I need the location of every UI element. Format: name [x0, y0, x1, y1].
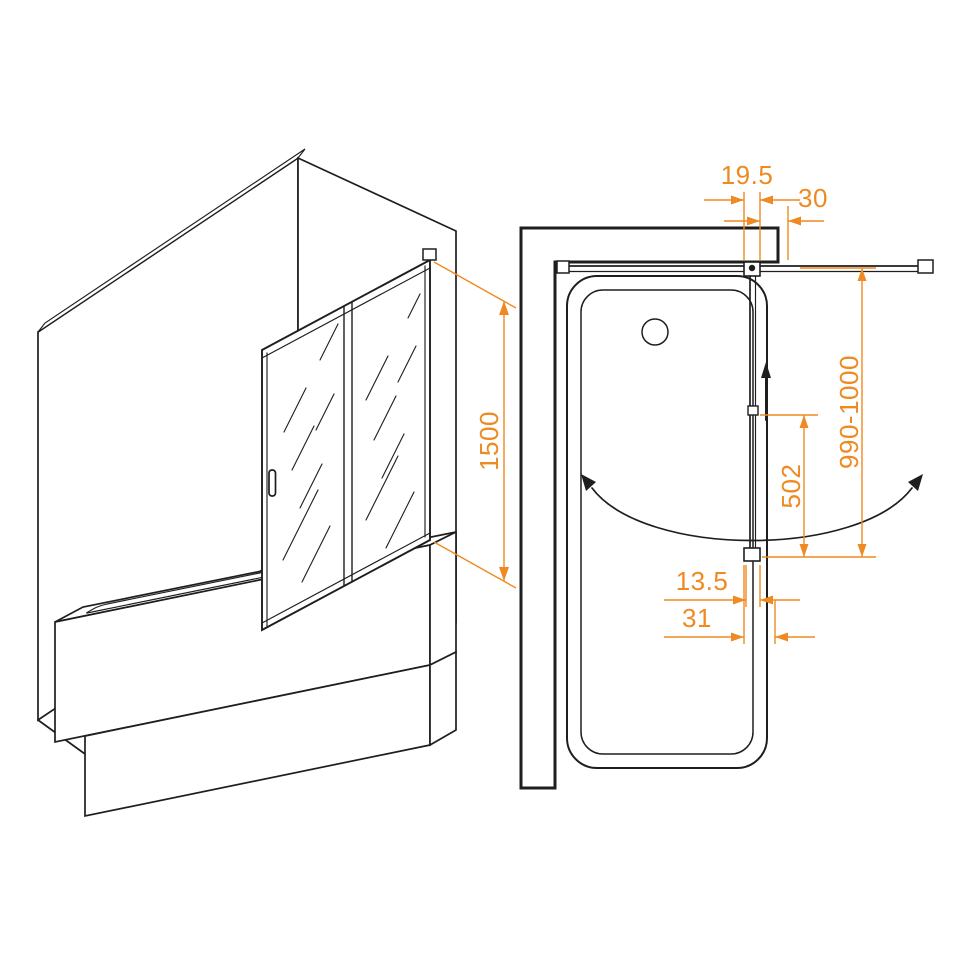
swing-arrow-left: [581, 474, 596, 491]
dim-arrow-up: [857, 268, 867, 281]
shine-mark: [385, 491, 415, 549]
screen-handle: [268, 469, 277, 497]
dim-arrow-down: [499, 567, 509, 581]
screen-closed: [743, 261, 771, 562]
dimension-screen-height: 1500: [433, 261, 517, 589]
swing-arrow-right: [908, 474, 923, 491]
bathtub-outer-rim: [566, 275, 768, 769]
dim-gap-large-label: 31: [682, 603, 712, 633]
dim-arrow-left: [788, 216, 801, 226]
shine-mark: [301, 525, 331, 583]
glass-shine-marks: [282, 293, 421, 583]
shine-mark: [315, 393, 335, 431]
dim-arrow-left: [775, 632, 788, 642]
bathtub-inner-rim: [580, 289, 754, 755]
drain-circle: [641, 318, 669, 346]
shine-mark: [283, 387, 307, 433]
shine-mark: [373, 395, 397, 441]
screen-bottom-frame-line: [261, 532, 431, 624]
back-wall-top-face: [37, 148, 306, 333]
dim-wall-offset-label: 30: [798, 183, 828, 213]
dim-arrow-down: [857, 544, 867, 557]
shine-mark: [282, 489, 319, 561]
shine-mark: [365, 455, 399, 521]
shine-mark: [407, 293, 421, 319]
dimension-wall-offset: 30: [724, 183, 828, 260]
slider-block: [747, 405, 759, 416]
plan-view: 19.5 30 990-1000 502: [519, 160, 934, 790]
rail-bracket-right: [917, 259, 934, 274]
dimension-screen-length: 990-1000: [762, 267, 876, 558]
shine-mark: [319, 323, 339, 361]
shine-mark: [381, 433, 405, 479]
swing-arc: [591, 487, 913, 542]
shine-mark: [365, 355, 389, 401]
dim-arrow-right: [733, 595, 746, 605]
extension-line: [433, 261, 517, 309]
dimension-slide-travel: 502: [760, 414, 818, 557]
shine-mark: [291, 425, 315, 471]
dim-arrow-up: [499, 301, 509, 315]
rail-bracket-left: [556, 260, 570, 274]
extension-line: [433, 541, 517, 589]
screen-glass-panel: [261, 258, 431, 632]
dim-gap-small-label: 13.5: [676, 566, 729, 596]
dim-height-label: 1500: [474, 411, 504, 471]
dimension-gap-large: 31: [664, 565, 815, 644]
dim-arrow-right: [747, 216, 760, 226]
screen-end-cap: [743, 547, 761, 562]
dim-profile-width-label: 19.5: [721, 160, 774, 190]
slide-direction-arrow-head: [761, 362, 771, 378]
dim-arrow-left: [760, 595, 773, 605]
plinth-end-panel: [429, 650, 457, 747]
screen-top-frame-line: [261, 267, 431, 359]
dim-screen-length-label: 990-1000: [834, 355, 864, 469]
shine-mark: [299, 463, 323, 509]
dimension-profile-width: 19.5: [704, 160, 800, 260]
dim-arrow-right: [731, 632, 744, 642]
wall-mount-cap: [422, 248, 437, 261]
dim-slide-travel-label: 502: [776, 464, 806, 509]
dim-arrow-left: [760, 195, 773, 205]
isometric-view: 1500: [37, 148, 517, 818]
wall-outline: [519, 226, 780, 790]
dim-arrow-right: [731, 195, 744, 205]
pivot-point: [748, 264, 756, 272]
swing-arc-group: [581, 474, 923, 542]
dim-arrow-up: [799, 415, 809, 428]
dim-arrow-down: [799, 544, 809, 557]
dimension-gap-small: 13.5: [664, 565, 800, 607]
shine-mark: [397, 345, 417, 383]
